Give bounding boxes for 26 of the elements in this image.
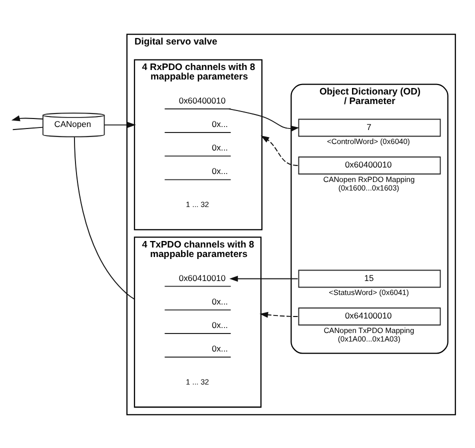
arrow [260,135,298,166]
node-text: 0x... [212,296,228,306]
node-box: 15 [298,269,441,288]
arrow [229,275,298,282]
node-text: 0x... [212,343,228,354]
node-text: 0x60400010 [178,94,226,105]
arrow [11,114,44,121]
node-text: 0x... [212,166,228,176]
node-text: 0x... [212,142,228,152]
arrow [104,121,136,128]
node-label: CANopen RxPDO Mapping (0x1600...0x1603) [323,174,415,192]
node-label: 1 ... 32 [186,199,210,208]
node-label: <ControlWord> (0x6040) [327,136,410,146]
node-box: 7 [298,118,441,136]
connector [12,126,44,130]
node-label: CANopen TxPDO Mapping (0x1A00...0x1A03) [324,325,414,343]
arrow [260,311,298,318]
node-box: 0x64100010 [298,307,441,325]
node-label: <StatusWord> (0x6041) [328,288,409,297]
node-text: 0x... [212,320,228,330]
node-label: 1 ... 32 [186,376,210,386]
arrow [228,108,300,132]
node-box: 0x60400010 [298,156,441,174]
node-text: 0x60410010 [178,272,226,282]
connector [74,136,135,300]
node-text: 0x... [212,118,228,129]
